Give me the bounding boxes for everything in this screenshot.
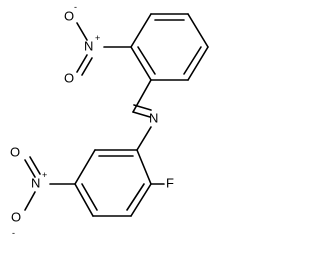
chemical-structure: O - N + O N F O N + O [10, 2, 209, 238]
ch-to-n-double-bond-a [132, 111, 151, 118]
top-nitro-oxygen-double: O [64, 70, 74, 85]
ch-to-n-double-bond-b [133, 104, 152, 111]
bottom-ring-right-bond [130, 183, 152, 217]
imine-nitrogen: N [149, 110, 158, 125]
top-nitro-nitrogen-charge: + [95, 33, 100, 43]
top-nitro-double-bond-a [76, 54, 88, 73]
ring-bottom-left-bond [130, 46, 152, 81]
ring-inner-right-double [183, 46, 202, 75]
bottom-ring-top-right-bond [136, 149, 152, 185]
bottom-nitro-n-to-o-minus-bond [24, 191, 36, 211]
bottom-ring-inner-right-double [126, 183, 145, 211]
ring-to-ch-bond [132, 79, 152, 113]
top-nitro-group: O - N + O [64, 2, 132, 85]
bottom-nitro-nitrogen: N [31, 175, 40, 190]
ring-top-right-bond [187, 13, 209, 48]
top-benzene-ring [130, 13, 209, 81]
bottom-ring-inner-left-double [81, 183, 98, 211]
bottom-nitro-group: O N + O - [10, 144, 76, 238]
n-to-ring-bond [136, 126, 152, 151]
bottom-nitro-oxygen-minus: O [11, 209, 21, 224]
top-nitro-nitrogen: N [84, 38, 93, 53]
bottom-nitro-oxygen-double: O [10, 144, 20, 159]
bottom-nitro-oxygen-charge: - [12, 228, 15, 238]
ring-inner-left-double [137, 46, 156, 75]
bottom-ring-bottom-left-bond [74, 183, 94, 217]
bottom-nitro-double-bond-b [29, 156, 41, 175]
bottom-benzene-ring [74, 149, 152, 217]
top-nitro-oxygen-minus: O [64, 8, 74, 23]
bottom-nitro-double-bond-a [24, 159, 36, 178]
fluoro-group: F [150, 175, 174, 190]
top-nitro-double-bond-b [81, 57, 93, 76]
bottom-nitro-nitrogen-charge: + [42, 170, 47, 180]
fluorine-atom: F [166, 175, 174, 190]
top-nitro-oxygen-charge: - [74, 2, 77, 12]
ring-top-left-bond [130, 13, 152, 48]
bottom-ring-left-bond [74, 149, 96, 185]
top-nitro-n-to-o-minus-bond [76, 22, 88, 41]
ring-bottom-right-bond [187, 46, 209, 81]
imine-linker: N [132, 79, 158, 151]
